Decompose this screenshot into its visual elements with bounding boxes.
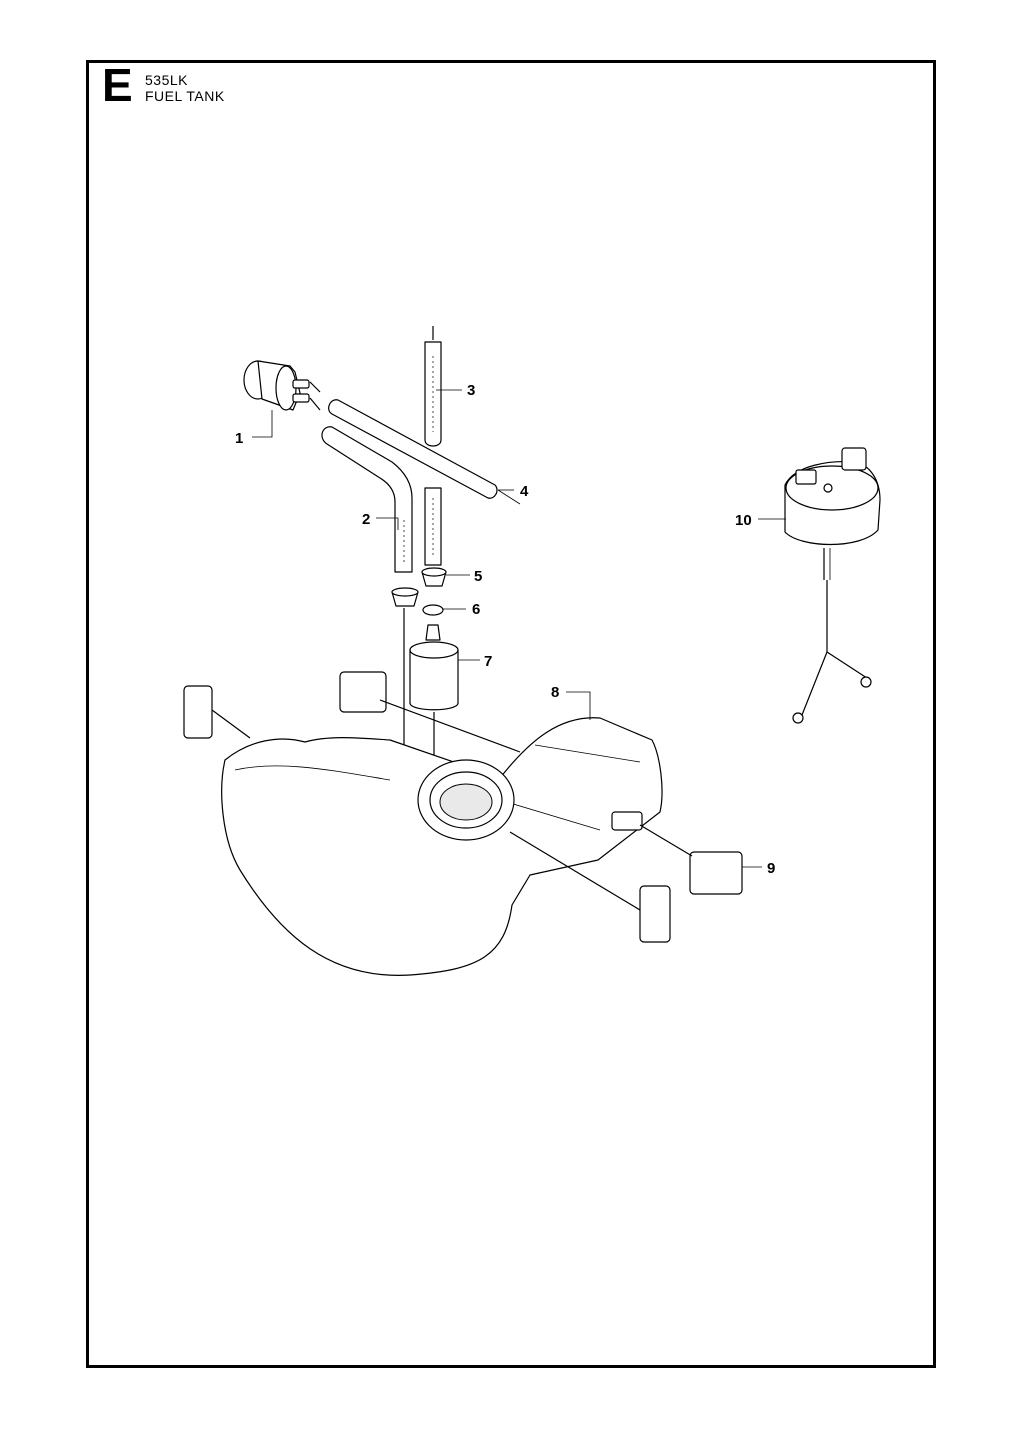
callout-10: 10 [735,512,752,529]
callout-6: 6 [472,601,480,618]
callout-2: 2 [362,511,370,528]
callout-8: 8 [551,684,559,701]
callout-7: 7 [484,653,492,670]
callout-9: 9 [767,860,775,877]
page-title: FUEL TANK [145,88,225,104]
drawing-frame [86,60,936,1368]
part-rubber-buffers [183,671,743,943]
part-fuel-cap [784,447,881,724]
callout-1: 1 [235,430,243,447]
part-primer-bulb [243,360,310,411]
callout-4: 4 [520,483,529,500]
part-pickup-hose [424,326,442,566]
part-grommets [391,567,447,616]
callout-5: 5 [474,568,482,585]
part-fuel-hoses [309,381,521,573]
leader-lines [252,389,786,868]
callout-3: 3 [467,382,475,399]
model-name: 535LK [145,72,188,88]
section-letter: E [102,59,133,111]
part-fuel-tank [221,717,663,976]
